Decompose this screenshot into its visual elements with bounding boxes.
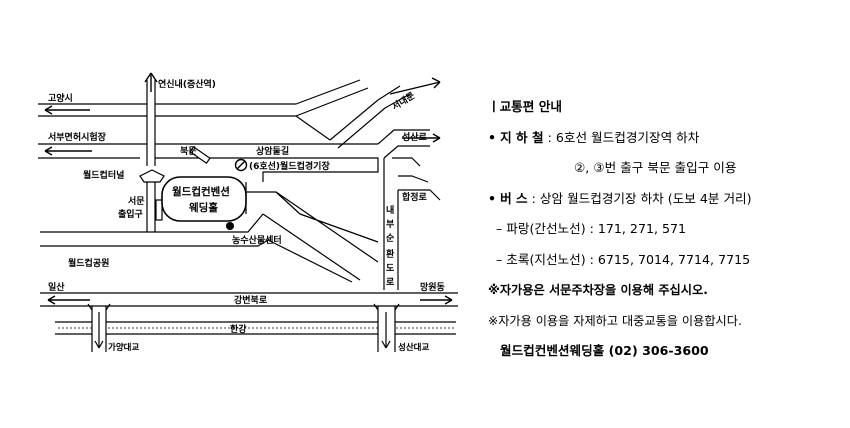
bus-bullet: • [488, 190, 497, 206]
agri-road [40, 213, 269, 247]
inner-diagonal [262, 191, 379, 281]
label-naebu-1: 내 [386, 204, 394, 216]
subway-exit: ②, ③번 출구 북문 출입구 이용 [574, 160, 737, 175]
location-map: 연신내(증산역) 고양시 서대문 서부면허시험장 성산로 북문 상암둘길 (6호… [38, 72, 458, 353]
gayang-bridge-arrow [94, 312, 104, 349]
label-gangbyeon-bukro: 강변북로 [234, 294, 268, 306]
hapjeong-ro-road [398, 189, 441, 201]
gangbyeon-arrow-left [47, 295, 90, 305]
bus-label: 버 스 [500, 190, 528, 206]
seongsan-ro-road [377, 129, 430, 159]
label-ilsan: 일산 [48, 281, 65, 293]
bus-text: : 상암 월드컵경기장 하차 (도보 4분 거리) [531, 190, 752, 206]
label-hangang: 한강 [230, 323, 247, 335]
transport-info: ㅣ교통편 안내 • 지 하 철 : 6호선 월드컵경기장역 하차 ②, ③번 출… [488, 92, 843, 367]
label-naebu-2: 부 [386, 219, 394, 230]
label-mangwon: 망원동 [420, 281, 445, 293]
naebu-sunhwan-road [383, 158, 399, 290]
north-gate-icon [189, 145, 211, 165]
yeonsinnae-arrow [144, 72, 158, 83]
label-stadium-station: (6호선)월드컵경기장 [249, 160, 330, 172]
han-river [55, 321, 456, 335]
gangbyeon-arrow-right [420, 295, 453, 305]
label-sangam-dulle: 상암둘길 [256, 145, 289, 157]
label-yeonsinnae: 연신내(증산역) [158, 78, 216, 90]
gangbyeon-bukro [40, 292, 458, 307]
seodaemun-arrow [389, 77, 441, 95]
gayang-bridge [87, 303, 111, 352]
label-west-gate-2: 출입구 [118, 208, 143, 220]
tunnel-icon [139, 169, 165, 183]
label-west-gate-1: 서문 [128, 195, 145, 207]
label-north-gate: 북문 [180, 146, 197, 157]
seodaemun-road-b [329, 85, 411, 149]
agri-road-b [267, 239, 353, 283]
seongsan-bridge [373, 303, 400, 352]
label-seongsan-bridge: 성산대교 [398, 342, 429, 353]
label-naebu-4: 환 [386, 248, 395, 260]
label-venue-line1: 월드컵컨벤션 [172, 185, 230, 198]
subway-bullet: • [488, 129, 497, 145]
label-venue-line2: 웨딩홀 [189, 201, 218, 214]
label-world-cup-park: 월드컵공원 [68, 257, 109, 269]
bus-line: • 버 스 : 상암 월드컵경기장 하차 (도보 4분 거리) [488, 184, 843, 215]
label-seongsan-ro: 성산로 [402, 131, 428, 143]
seobu-road [38, 143, 378, 159]
venue-contact: 월드컵컨벤션웨딩홀 (02) 306-3600 [500, 343, 709, 358]
stadium-road [155, 157, 379, 182]
public-transit-note: ※자가용 이용을 자제하고 대중교통을 이용합시다. [488, 313, 742, 328]
label-goyang: 고양시 [48, 92, 73, 104]
label-naebu-5: 도 [386, 263, 395, 274]
info-heading: ㅣ교통편 안내 [488, 99, 562, 114]
yeonsinnae-road [146, 80, 156, 166]
label-seobu-license: 서부면허시험장 [48, 131, 107, 143]
green-bus-lines: – 초록(지선노선) : 6715, 7014, 7714, 7715 [496, 251, 751, 267]
west-gate-icon [155, 199, 163, 221]
goyang-road [38, 103, 331, 141]
label-naebu-3: 순 [386, 233, 394, 244]
seobu-arrow [44, 146, 92, 156]
subway-line: • 지 하 철 : 6호선 월드컵경기장역 하차 [488, 123, 843, 154]
subway-label: 지 하 철 [500, 129, 544, 145]
label-world-cup-tunnel: 월드컵터널 [83, 169, 124, 181]
seodaemun-road [248, 79, 369, 117]
label-gayang-bridge: 가양대교 [108, 342, 139, 353]
subway-text: : 6호선 월드컵경기장역 하차 [547, 129, 700, 145]
seongsan-bridge-arrow [381, 312, 391, 349]
car-parking-note: ※자가용은 서문주차장을 이용해 주십시오. [488, 283, 708, 297]
goyang-arrow [44, 105, 90, 115]
seongsan-ro-arrow [402, 133, 441, 143]
label-agri-center: 농수산물센터 [232, 234, 282, 246]
venue-outline [161, 176, 247, 222]
blue-bus-lines: – 파랑(간선노선) : 171, 271, 571 [496, 221, 687, 236]
label-naebu-6: 로 [386, 277, 395, 288]
label-hapjeong-ro: 합정로 [402, 191, 428, 203]
agri-center-marker [226, 222, 234, 230]
